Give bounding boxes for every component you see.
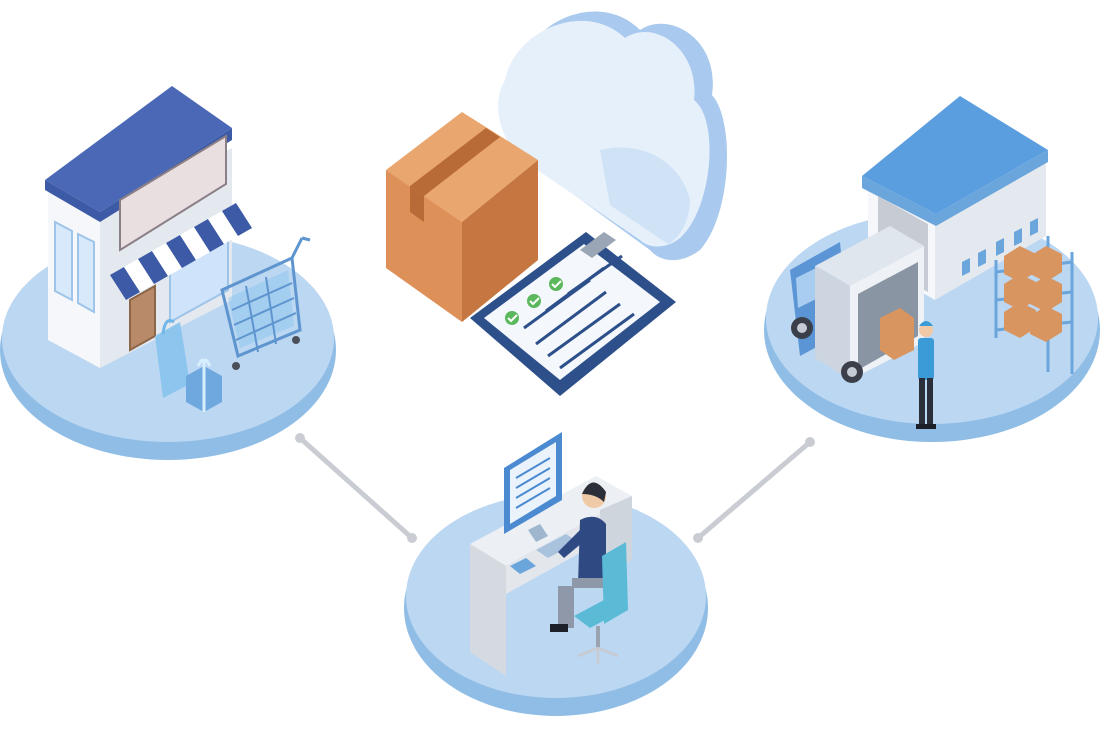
connector-warehouse-to-office <box>693 437 815 543</box>
store-icon <box>45 86 252 368</box>
warehouse-worker-icon <box>916 321 936 429</box>
office-scene <box>404 432 708 716</box>
storage-shelf-icon <box>994 236 1074 374</box>
check-marks <box>505 277 563 325</box>
office-worker-icon <box>550 482 606 632</box>
office-chair-icon <box>574 542 628 664</box>
store-scene <box>0 86 336 460</box>
gift-box-icon <box>186 358 222 412</box>
checklist-lines <box>523 254 635 370</box>
cloud-icon <box>498 11 728 261</box>
cardboard-box-icon <box>386 112 538 322</box>
computer-monitor-icon <box>504 432 578 574</box>
clipboard-checklist-icon <box>470 232 676 396</box>
shopping-bag-icon <box>155 319 190 398</box>
awning <box>110 203 252 300</box>
connector-store-to-office <box>295 433 417 543</box>
connector-lines <box>295 433 815 543</box>
delivery-truck-icon <box>790 226 924 383</box>
shopping-cart-icon <box>220 236 311 370</box>
warehouse-scene <box>764 96 1100 442</box>
